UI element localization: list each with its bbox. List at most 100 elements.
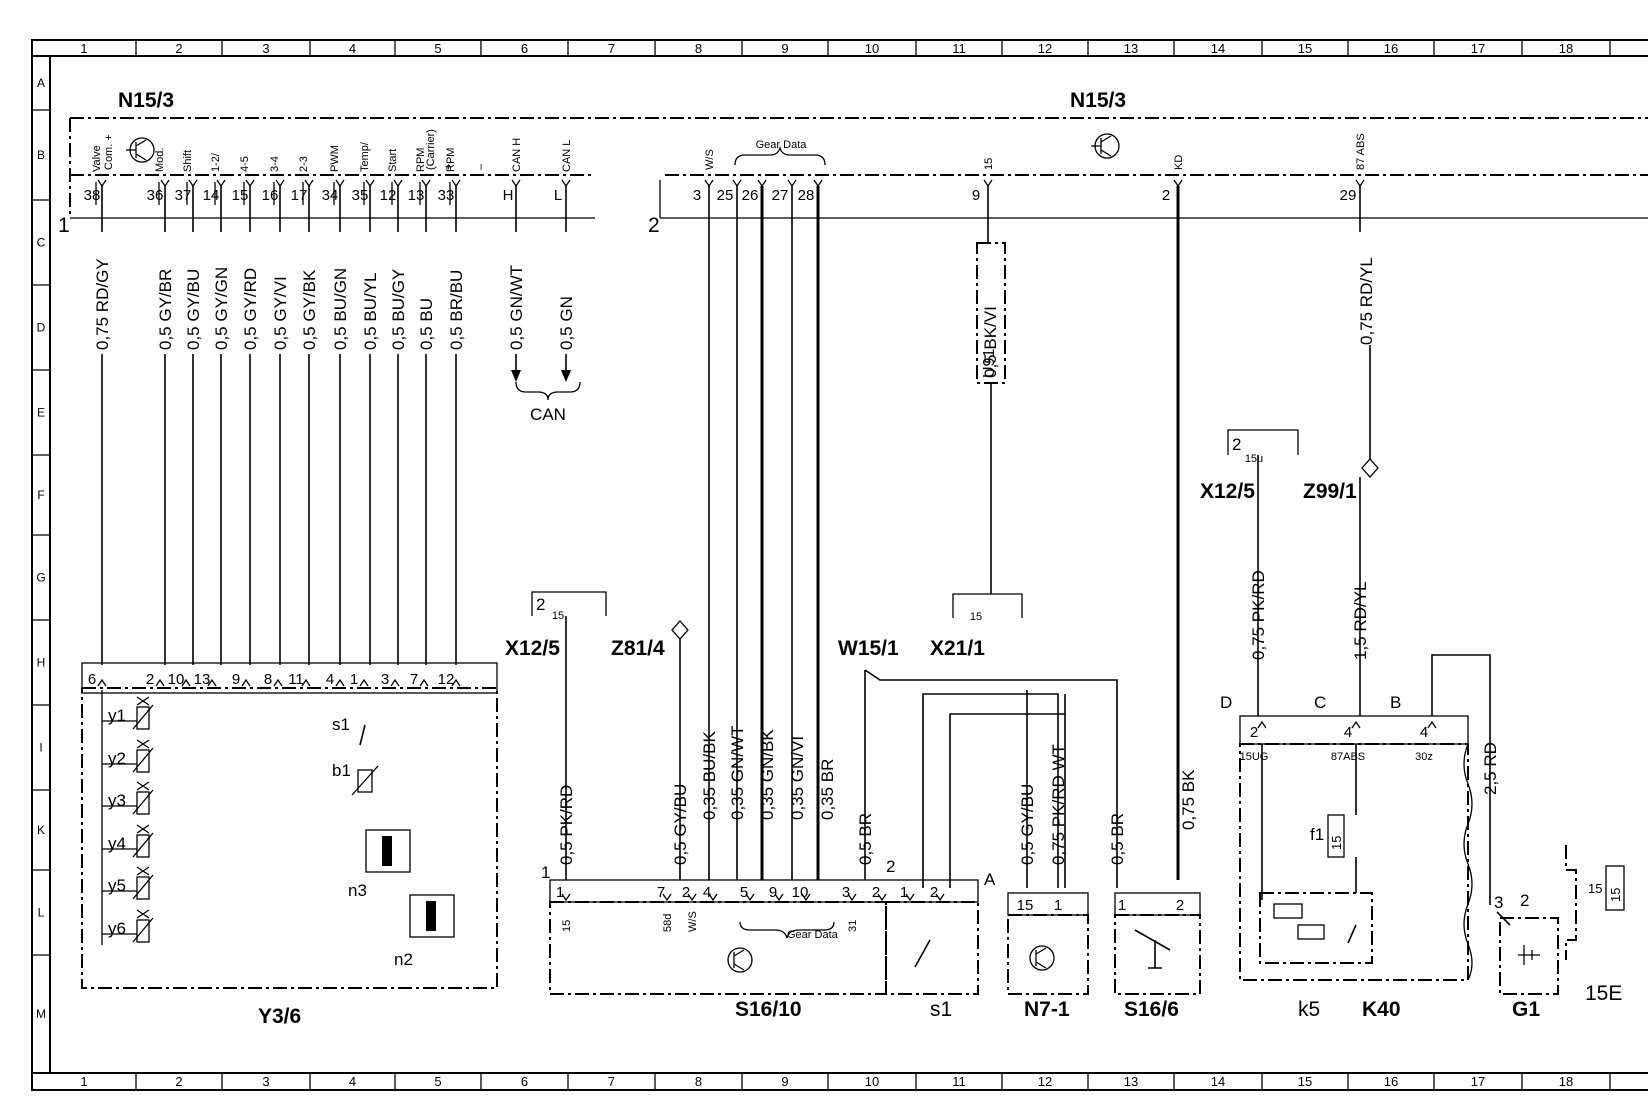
s16-6-boundary [1114, 914, 1201, 995]
u91-label: U91 [981, 349, 998, 378]
wire-color-label: 0,5 GN [557, 296, 576, 350]
y3-6-valve-label: y3 [108, 791, 126, 810]
pin-socket-icon [1257, 720, 1267, 729]
column-number-bottom: 6 [521, 1074, 528, 1089]
connector-1-mark: 1 [58, 214, 70, 237]
pin-socket-icon [905, 893, 915, 902]
wire-color-label: 0,5 GY/BR [156, 269, 175, 350]
y3-6-pin-number: 8 [264, 671, 272, 688]
column-number-top: 17 [1471, 41, 1485, 56]
signal-com-plus: Com. + [103, 134, 115, 170]
n15-3-right-pin-number: 25 [717, 187, 734, 204]
column-number-top: 13 [1124, 41, 1138, 56]
solenoid-valve-arrow [132, 832, 154, 858]
pin-socket-icon [745, 893, 755, 902]
y3-6-pin-number: 13 [194, 671, 211, 688]
k40-pin-number: 4 [1420, 724, 1428, 741]
x12-5-a-connector [531, 591, 607, 616]
n15-3-right-pin-number: 2 [1162, 187, 1170, 204]
y3-6-pin-number: 11 [288, 671, 304, 688]
wire-color-label: 0,35 GN/VI [788, 736, 807, 820]
wire-route [922, 693, 1059, 888]
n15-3-right-pin-signal: 87 ABS [1355, 133, 1367, 170]
column-number-bottom: 12 [1038, 1074, 1052, 1089]
column-number-top: 11 [952, 41, 966, 56]
s1-label: s1 [930, 998, 952, 1021]
n15-3-pin-signal: 3-4 [269, 156, 281, 172]
s16-10-pin-number: 2 [872, 884, 880, 901]
pin-socket-icon [335, 678, 345, 687]
s1-switch [914, 939, 931, 968]
column-number-top: 18 [1559, 41, 1573, 56]
pin-socket-icon [1351, 720, 1361, 729]
wire-color-label: 0,5 GY/BK [300, 269, 319, 350]
z99-1-diamond-icon [1361, 458, 1379, 478]
row-letter: A [37, 76, 45, 90]
valve-bowtie-icon [136, 781, 150, 791]
column-number-bottom: 9 [781, 1074, 788, 1089]
k40-pin-signal: 30z [1415, 751, 1433, 763]
can-pin-letter: H [503, 187, 514, 204]
y3-6-pin-number: 9 [232, 671, 240, 688]
column-number-bottom: 16 [1384, 1074, 1398, 1089]
n7-1-boundary [1007, 914, 1089, 995]
solenoid-valve-icon [136, 791, 150, 815]
n7-1-connector [1007, 892, 1089, 916]
pin-socket-icon [801, 893, 811, 902]
wire-color-label: 2,5 RD [1481, 742, 1500, 795]
column-number-top: 5 [434, 41, 441, 56]
row-letter: C [37, 236, 46, 250]
s16-6-connector [1114, 892, 1201, 916]
n15-3-pin-signal: PWM [329, 145, 341, 172]
k40-connector [1239, 715, 1469, 745]
pin-socket-icon [704, 179, 714, 188]
n15-3-right-pin-number: 26 [742, 187, 759, 204]
solenoid-valve-arrow [132, 917, 154, 943]
can-pin-signal: CAN H [511, 138, 523, 172]
pin-socket-icon [708, 893, 718, 902]
solenoid-valve-icon [136, 876, 150, 900]
valve-bowtie-icon [136, 824, 150, 834]
x12-5-b-sig: 15u [1245, 453, 1263, 465]
k40-pin-letter: C [1314, 693, 1326, 712]
s1-pin-letter: A [984, 870, 996, 889]
wire-color-label: 0,35 GN/WT [728, 726, 747, 820]
row-letter: E [37, 406, 45, 420]
pin-socket-icon [1173, 179, 1183, 188]
y3-6-label: Y3/6 [258, 1005, 301, 1028]
pin-socket-icon [813, 179, 823, 188]
row-letter: M [36, 1007, 46, 1021]
row-letter: H [37, 656, 46, 670]
k5-relay-coil [1273, 903, 1303, 919]
pin-socket-icon [847, 893, 857, 902]
row-letter: F [37, 488, 44, 502]
x12-5-a-pin: 2 [536, 595, 545, 614]
x21-1-label: X21/1 [930, 637, 985, 660]
column-number-top: 8 [695, 41, 702, 56]
y3-6-valve-label: y2 [108, 749, 126, 768]
n15-3-pin-signal: RPM [445, 148, 457, 172]
column-number-bottom: 10 [865, 1074, 879, 1089]
k5-relay-coil-2 [1297, 924, 1325, 940]
wire-color-label: 0,5 GN/WT [507, 265, 526, 350]
wire-color-label: 0,75 PK/RD WT [1049, 744, 1068, 865]
pin-socket-icon [419, 678, 429, 687]
x21-1-connector [952, 593, 1023, 618]
pin-socket-icon [273, 678, 283, 687]
k40-fuse-label: f1 [1310, 825, 1324, 844]
arrow-down-icon [561, 370, 571, 382]
n15-3-pin-number: 16 [262, 187, 279, 204]
g1-pin-3: 3 [1494, 893, 1503, 912]
column-number-bottom: 4 [349, 1074, 356, 1089]
column-number-bottom: 2 [175, 1074, 182, 1089]
valve-bowtie-icon [136, 909, 150, 919]
n15-3-pin-number: 12 [380, 187, 397, 204]
s16-6-pin-1: 1 [1118, 897, 1126, 914]
pin-socket-icon [935, 893, 945, 902]
solenoid-valve-arrow [132, 747, 154, 773]
valve-bowtie-icon [136, 866, 150, 876]
k40-fuse-value: 15 [1329, 836, 1344, 850]
y3-6-valve-label: y6 [108, 919, 126, 938]
